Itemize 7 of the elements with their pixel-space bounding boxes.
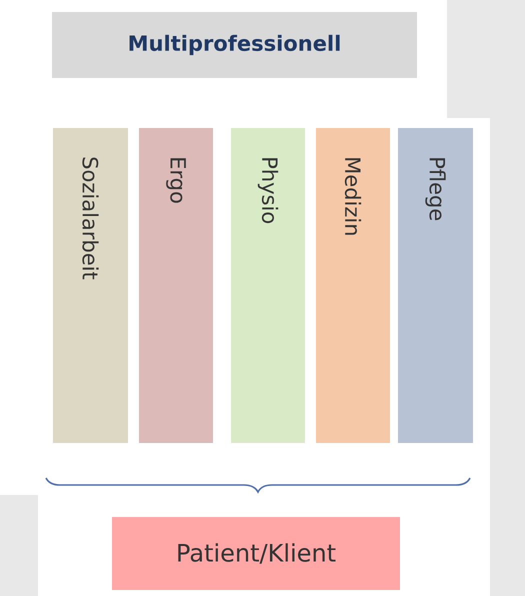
profession-column: Ergo [139,128,213,443]
profession-column: Sozialarbeit [53,128,128,443]
profession-column: Physio [231,128,305,443]
title-box: Multiprofessionell [52,12,417,78]
profession-column: Pflege [398,128,473,443]
patient-box: Patient/Klient [112,517,400,590]
profession-column: Medizin [316,128,390,443]
